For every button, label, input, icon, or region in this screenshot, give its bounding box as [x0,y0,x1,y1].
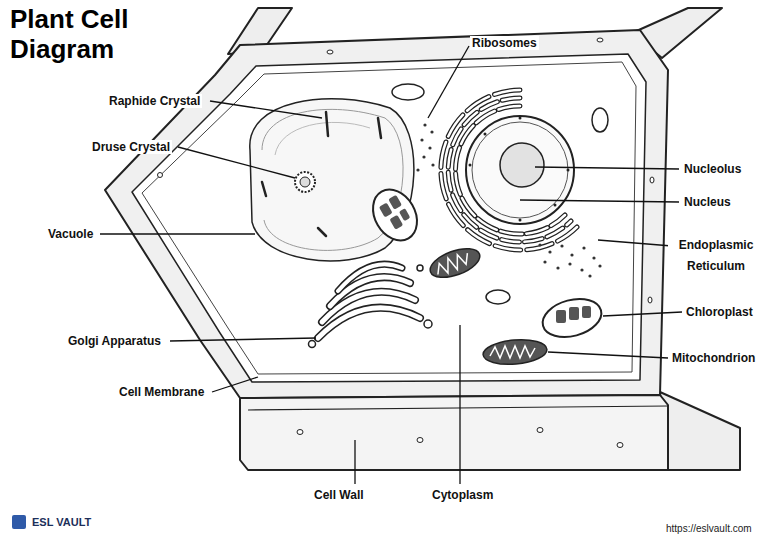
logo-mark [12,515,26,529]
part-label: Cytoplasm [430,488,495,502]
wall-pits [158,38,655,448]
wall-front [240,395,668,470]
endoplasmic-reticulum [441,90,577,250]
leader-line [603,312,682,316]
wall-edge [248,406,668,410]
part-label: Nucleus [682,195,733,209]
part-label: Chloroplast [684,305,755,319]
part-label: Druse Crystal [90,140,172,154]
leader-line [100,233,255,234]
leader-line [459,325,460,484]
leader-line [535,167,679,169]
part-label: Raphide Crystal [107,94,202,108]
leader-line [210,101,322,118]
part-label: Cell Wall [312,488,366,502]
part-label: Nucleolus [682,162,743,176]
nucleolus [500,143,544,187]
part-label: Cell Membrane [117,385,206,399]
vesicles [392,84,608,304]
logo-text: ESL VAULT [30,516,93,529]
leader-line [170,338,316,341]
leader-line [548,352,668,358]
wall-arm [660,392,740,470]
part-label: Ribosomes [470,36,539,50]
leader-lines [100,46,682,484]
nucleus [466,116,574,224]
leader-line [428,46,469,118]
mitochondrion [426,243,483,283]
chloroplast [538,293,605,343]
golgi-apparatus [309,264,433,347]
mitochondrion [482,337,548,366]
leader-line [598,240,672,246]
leader-line [212,377,258,392]
leader-line [178,147,295,178]
cell-wall [105,30,668,398]
cell-membrane [142,62,636,374]
leader-line [354,440,355,484]
diagram-title: Plant Cell Diagram [8,4,162,64]
website-url: https://eslvault.com [664,523,754,535]
part-label: Vacuole [46,227,95,241]
druse-crystal [295,172,315,192]
part-label: Endoplasmic Reticulum [668,235,764,277]
chloroplast [364,182,426,249]
wall-inner [132,54,646,382]
part-label: Golgi Apparatus [66,334,163,348]
part-label: Mitochondrion [670,351,757,365]
leader-line [520,200,679,202]
